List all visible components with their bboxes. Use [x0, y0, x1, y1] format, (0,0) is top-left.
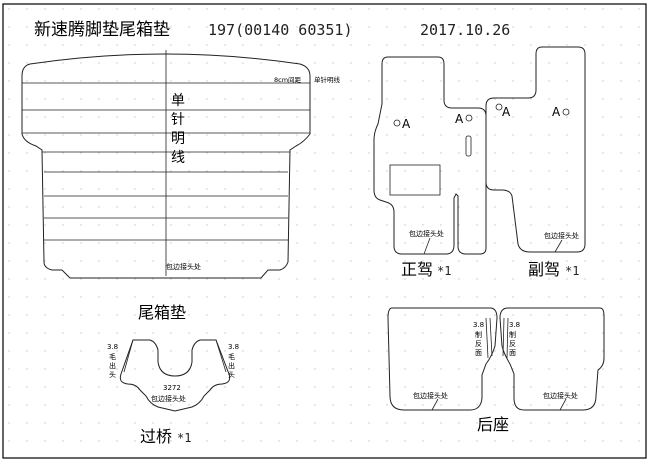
spacing-note: 8cm间距	[274, 76, 302, 84]
stitch-char: 线	[171, 150, 185, 166]
bridge-side-char: 毛	[228, 352, 235, 361]
model-code: 197(00140 60351)	[208, 21, 353, 39]
seam-line	[506, 317, 509, 359]
bridge-edge-note: 包边接头处	[151, 394, 186, 403]
anchor-hole-icon	[495, 103, 503, 111]
seam-char: 面	[509, 349, 516, 357]
bridge-side-char: 头	[228, 370, 235, 379]
bridge-side-char: 出	[228, 361, 235, 370]
anchor-mark: A	[502, 105, 511, 119]
driver-mat: A A 包边接头处 正驾 *1	[373, 56, 487, 279]
bridge-side-value: 3.8	[107, 343, 118, 351]
bridge-center-code: 3272	[163, 384, 181, 392]
seam-char: 制	[509, 330, 516, 339]
bridge-mat-label: 过桥	[140, 427, 172, 446]
passenger-mat: A A 包边接头处 副驾 *1	[485, 46, 586, 279]
anchor-hole-icon	[562, 108, 570, 116]
edge-note-leader	[431, 398, 439, 411]
rear-mats: 3.8 制 反 面 3.8 制 反 面 包边接头处 包边接头处 后座	[387, 307, 605, 434]
trunk-mat: 单 针 明 线 8cm间距 单针明线 包边接头处 尾箱垫	[21, 50, 341, 322]
bridge-side-line	[215, 339, 227, 373]
passenger-edge-note: 包边接头处	[544, 231, 579, 240]
edge-note-leader	[554, 239, 563, 253]
driver-mat-count: *1	[437, 264, 451, 278]
driver-mat-label: 正驾	[401, 260, 433, 279]
bridge-mat-count: *1	[177, 431, 191, 445]
bridge-side-line	[123, 339, 134, 373]
edge-note-leader	[423, 237, 431, 255]
edge-note-leader	[559, 398, 567, 411]
anchor-hole-icon	[465, 114, 473, 122]
bridge-side-char: 出	[109, 361, 116, 370]
bridge-side-char: 头	[109, 370, 116, 379]
driver-edge-note: 包边接头处	[409, 229, 444, 238]
bridge-mat: 3.8 毛 出 头 3.8 毛 出 头 3272 包边接头处 过桥 *1	[107, 339, 239, 446]
seam-char: 面	[475, 349, 482, 357]
anchor-mark: A	[552, 105, 561, 119]
seam-line	[485, 317, 489, 359]
bridge-side-char: 毛	[109, 352, 116, 361]
trunk-mat-label: 尾箱垫	[138, 303, 186, 322]
rear-right-edge-note: 包边接头处	[543, 391, 578, 400]
stitch-char: 针	[171, 112, 185, 128]
trunk-edge-note: 包边接头处	[166, 262, 201, 271]
title: 新速腾脚垫尾箱垫	[34, 20, 170, 40]
anchor-hole-icon	[393, 119, 401, 127]
seam-line	[502, 317, 505, 357]
passenger-mat-outline	[485, 46, 586, 253]
rear-right-mat-outline	[499, 307, 605, 411]
date: 2017.10.26	[420, 21, 510, 39]
passenger-mat-label: 副驾	[528, 260, 560, 279]
bridge-mat-outline	[119, 339, 231, 412]
seam-value: 3.8	[473, 321, 484, 329]
heel-pad	[389, 164, 441, 196]
driver-mat-outline	[373, 56, 487, 255]
rear-mat-label: 后座	[477, 415, 509, 434]
passenger-mat-count: *1	[565, 264, 579, 278]
stitch-char: 明	[171, 131, 185, 147]
sheet-border	[2, 3, 647, 459]
rear-left-mat-outline	[387, 307, 498, 411]
seam-value: 3.8	[509, 321, 520, 329]
rear-left-edge-note: 包边接头处	[413, 391, 448, 400]
anchor-mark: A	[455, 112, 464, 126]
stitch-char: 单	[171, 93, 185, 109]
seam-char: 反	[509, 339, 516, 348]
anchor-mark: A	[402, 117, 411, 131]
spacing-note-right: 单针明线	[314, 75, 341, 84]
bridge-side-value: 3.8	[228, 343, 239, 351]
trunk-mat-outline	[21, 53, 311, 279]
seam-char: 制	[475, 330, 482, 339]
seam-line	[489, 317, 493, 357]
seam-char: 反	[475, 339, 482, 348]
anchor-slot	[465, 135, 472, 157]
